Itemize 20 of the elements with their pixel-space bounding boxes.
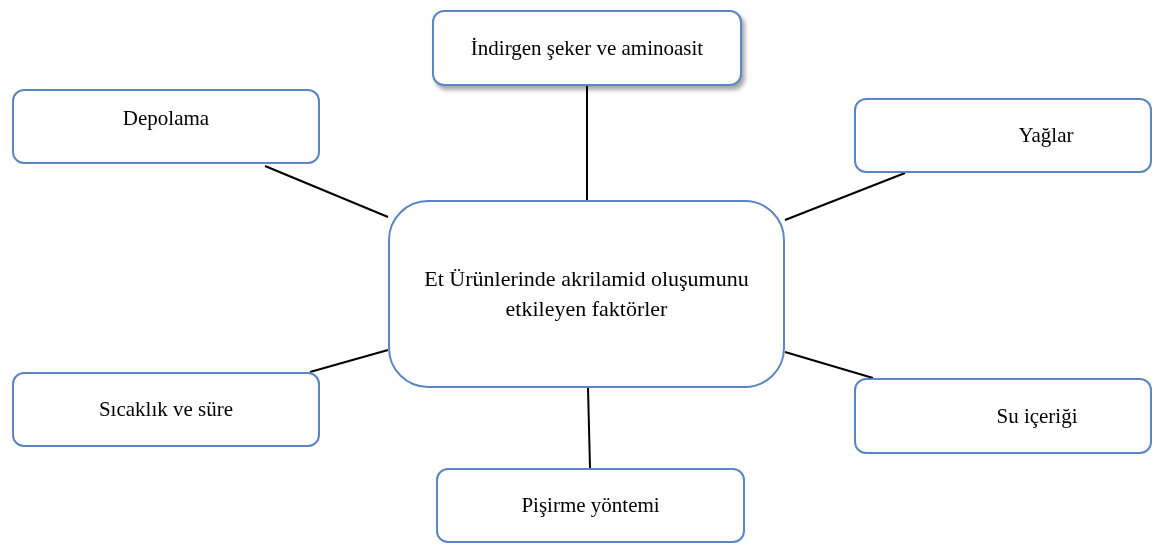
- rounded-box: [388, 200, 785, 388]
- rounded-box: [854, 98, 1152, 173]
- connector-line: [784, 172, 906, 221]
- connector-line: [309, 349, 389, 373]
- box-label: Sıcaklık ve süre: [98, 396, 234, 424]
- box-label: Et Ürünlerinde akrilamid oluşumunu etkileyen faktörler: [423, 265, 750, 323]
- rounded-box: [436, 468, 745, 543]
- rounded-box: [432, 10, 742, 86]
- box-label: Pişirme yöntemi: [521, 492, 660, 520]
- connector-line: [264, 165, 389, 218]
- box-label: Su içeriği: [996, 402, 1078, 430]
- box-label: Depolama: [122, 105, 210, 133]
- connector-line: [586, 85, 588, 201]
- rounded-box: [12, 89, 320, 164]
- box-label: Yağlar: [1018, 122, 1074, 150]
- box-label: İndirgen şeker ve aminoasit: [470, 34, 704, 62]
- rounded-box: [12, 372, 320, 447]
- connector-line: [587, 387, 591, 469]
- rounded-box: [854, 378, 1152, 454]
- connector-line: [784, 351, 874, 379]
